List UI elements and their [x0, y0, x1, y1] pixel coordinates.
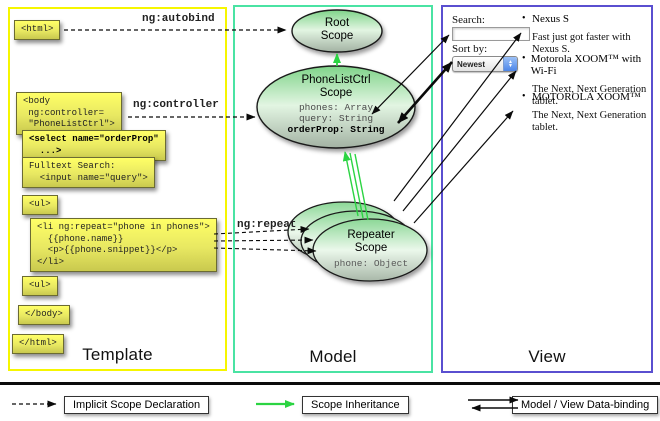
- code-line: <li ng:repeat="phone in phones">: [37, 222, 210, 232]
- code-line: <body: [23, 96, 51, 106]
- phone-title: • MOTOROLA XOOM™: [522, 91, 652, 103]
- code-line: "PhoneListCtrl">: [23, 119, 115, 129]
- code-ul-open: <ul>: [22, 195, 58, 215]
- dropdown-stepper-icon: ▲▼: [503, 57, 517, 71]
- code-line: <p>{{phone.snippet}}</p>: [37, 245, 178, 255]
- code-line: </li>: [37, 256, 65, 267]
- search-input[interactable]: [452, 27, 530, 41]
- view-column-title: View: [528, 347, 566, 366]
- phone-list-item-xoom: • MOTOROLA XOOM™ The Next, Next Generatio…: [522, 91, 652, 134]
- phonelistctrl-line2: Scope: [319, 87, 353, 99]
- code-line: ...>: [29, 145, 62, 156]
- phone-list-item-nexus: • Nexus S Fast just got faster with Nexus…: [522, 13, 652, 56]
- code-body-close: </body>: [18, 305, 70, 325]
- code-fulltext-search: Fulltext Search: <input name="query">: [22, 157, 155, 188]
- legend-divider: [0, 382, 660, 385]
- root-scope-line1: Root: [324, 17, 350, 29]
- phone-desc: Fast just got faster with Nexus S.: [532, 32, 631, 55]
- bullet-icon: •: [522, 91, 526, 102]
- code-ul-close: <ul>: [22, 276, 58, 296]
- query-prop: query: String: [298, 113, 374, 124]
- phone-list-item-xoom-wifi: • Motorola XOOM™ with Wi-Fi The Next, Nex…: [522, 53, 652, 108]
- phone-title: • Motorola XOOM™ with Wi-Fi: [522, 53, 652, 77]
- sort-by-label: Sort by:: [452, 43, 488, 55]
- model-column-title: Model: [309, 347, 357, 366]
- ng-autobind-label: ng:autobind: [142, 13, 215, 25]
- repeater-line1: Repeater: [347, 229, 395, 241]
- code-line: <select name="orderProp": [29, 134, 159, 144]
- bullet-icon: •: [522, 53, 526, 64]
- code-line: Fulltext Search:: [29, 161, 116, 171]
- code-html-open: <html>: [14, 20, 61, 40]
- code-line: ng:controller=: [23, 107, 105, 118]
- sort-dropdown-value: Newest: [457, 59, 486, 69]
- code-select: <select name="orderProp" ...>: [22, 130, 166, 161]
- sort-dropdown[interactable]: Newest ▲▼: [452, 56, 518, 72]
- ng-repeat-label: ng:repeat: [237, 219, 297, 231]
- phone-desc: The Next, Next Generation tablet.: [532, 84, 647, 107]
- root-scope-label: Root Scope: [292, 17, 382, 43]
- repeater-scope-label: Repeater Scope phone: Object: [315, 229, 427, 269]
- legend-data-binding: Model / View Data-binding: [512, 396, 659, 414]
- phones-prop: phones: Array: [298, 102, 374, 113]
- code-li-repeat: <li ng:repeat="phone in phones"> {{phone…: [30, 218, 217, 272]
- legend-scope-inheritance: Scope Inheritance: [302, 396, 409, 414]
- model-column: Model: [233, 5, 433, 373]
- bullet-icon: •: [522, 13, 526, 24]
- code-html-close: </html>: [12, 334, 64, 354]
- repeater-line2: Scope: [354, 242, 388, 254]
- search-label: Search:: [452, 14, 485, 26]
- phone-title-text: Motorola XOOM™ with Wi-Fi: [530, 53, 642, 77]
- phonelistctrl-line1: PhoneListCtrl: [301, 74, 371, 86]
- code-body-open: <body ng:controller= "PhoneListCtrl">: [16, 92, 122, 135]
- phone-prop: phone: Object: [333, 258, 409, 269]
- phone-desc: The Next, Next Generation tablet.: [532, 110, 647, 133]
- ng-controller-label: ng:controller: [133, 99, 219, 111]
- root-scope-line2: Scope: [320, 30, 354, 42]
- phone-title: • Nexus S: [522, 13, 652, 25]
- orderprop-prop: orderProp: String: [287, 124, 385, 135]
- legend-implicit-scope: Implicit Scope Declaration: [64, 396, 210, 414]
- phonelistctrl-scope-label: PhoneListCtrl Scope phones: Array query:…: [256, 74, 416, 135]
- code-line: {{phone.name}}: [37, 233, 124, 244]
- phone-title-text: MOTOROLA XOOM™: [532, 91, 641, 103]
- code-line: <input name="query">: [29, 172, 148, 183]
- phone-title-text: Nexus S: [532, 13, 569, 25]
- template-column-title: Template: [82, 345, 153, 364]
